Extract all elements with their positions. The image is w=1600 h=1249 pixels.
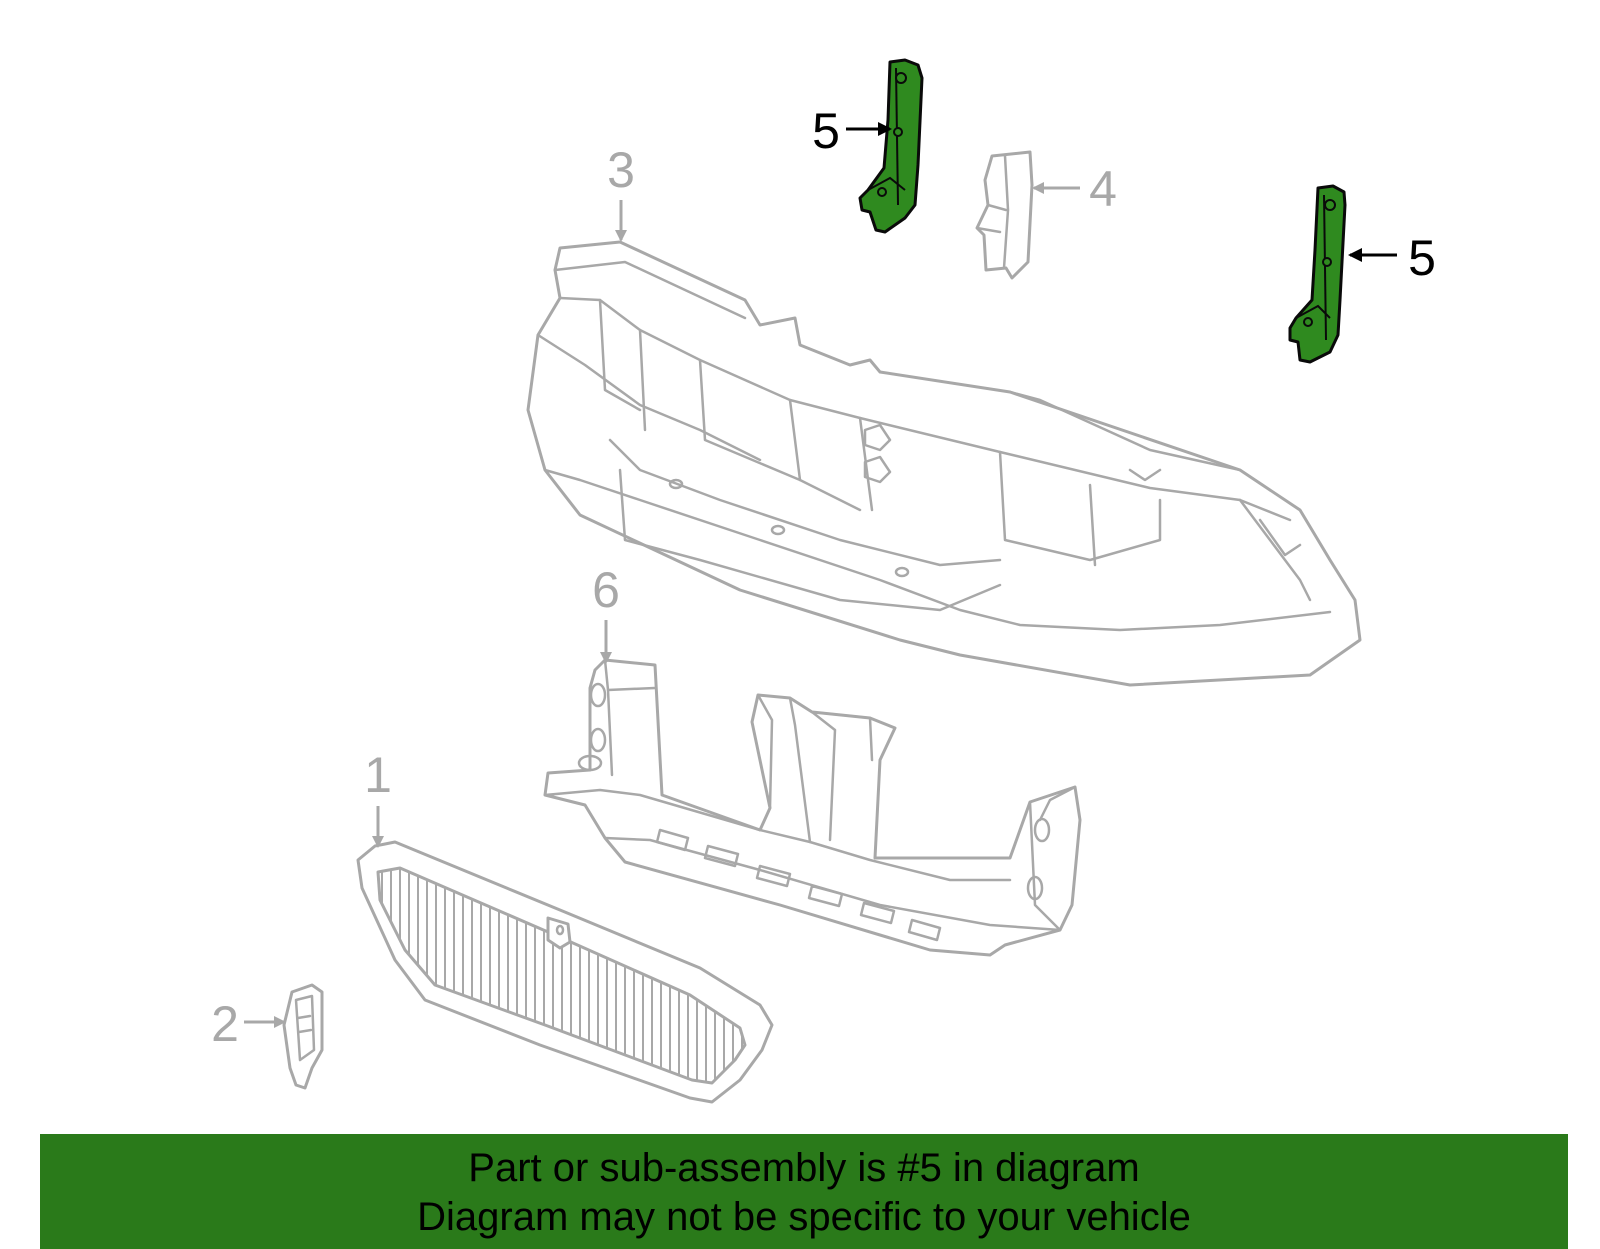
- part-5-bracket-right: [1288, 184, 1347, 364]
- callout-6: 6: [592, 562, 620, 664]
- part-5-bracket-upper: [858, 58, 924, 234]
- callout-5-right-label: 5: [1408, 230, 1436, 286]
- part-6-lower-support: [543, 658, 1082, 957]
- callout-3: 3: [607, 142, 635, 242]
- part-4-bracket: [975, 150, 1034, 280]
- part-1-grille: [356, 840, 774, 1104]
- callout-1-label: 1: [364, 747, 392, 803]
- callout-5-right: 5: [1348, 230, 1436, 286]
- callout-4-label: 4: [1089, 161, 1117, 217]
- banner-line-part-number: Part or sub-assembly is #5 in diagram: [468, 1146, 1140, 1190]
- part-2-emblem: [282, 983, 324, 1090]
- callout-2: 2: [211, 996, 286, 1052]
- callout-5-upper: 5: [812, 103, 892, 159]
- part-info-banner: Part or sub-assembly is #5 in diagram Di…: [40, 1134, 1568, 1249]
- part-3-header-panel: [526, 240, 1362, 687]
- callout-3-label: 3: [607, 142, 635, 198]
- banner-line-disclaimer: Diagram may not be specific to your vehi…: [417, 1195, 1191, 1239]
- callout-2-label: 2: [211, 996, 239, 1052]
- callout-6-label: 6: [592, 562, 620, 618]
- callout-5-upper-label: 5: [812, 103, 840, 159]
- callout-1: 1: [364, 747, 392, 848]
- callout-4: 4: [1032, 161, 1117, 217]
